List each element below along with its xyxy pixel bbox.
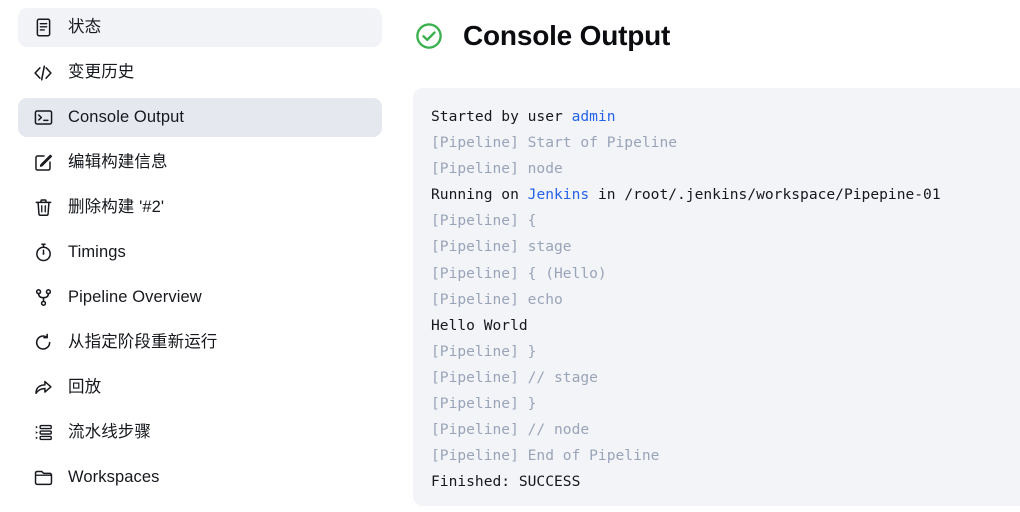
page-title: Console Output (463, 20, 671, 51)
console-log-panel[interactable]: Started by user admin [Pipeline] Start of… (413, 88, 1020, 506)
console-log-text: [Pipeline] // stage (431, 368, 598, 386)
sidebar-item-7[interactable]: Pipeline Overview (18, 278, 382, 317)
sidebar-item-3[interactable]: Console Output (18, 98, 382, 137)
sidebar-item-label: Pipeline Overview (68, 288, 202, 307)
sidebar-item-label: 回放 (68, 378, 102, 397)
sidebar-item-label: 编辑构建信息 (68, 153, 168, 172)
console-log-line: [Pipeline] node (431, 156, 1008, 182)
console-log-line: Finished: SUCCESS (431, 469, 1008, 495)
console-log-line: [Pipeline] echo (431, 287, 1008, 313)
console-log-text: [Pipeline] echo (431, 290, 563, 308)
console-log-text: [Pipeline] { (431, 212, 537, 230)
refresh-arrow-icon (32, 332, 54, 354)
sidebar-item-label: 流水线步骤 (68, 423, 151, 442)
build-sidebar: 状态变更历史 Console Output 编辑构建信息删除构建 '#2' Timin… (0, 0, 400, 512)
console-log-text: [Pipeline] { (Hello) (431, 264, 607, 282)
sidebar-item-label: 删除构建 '#2' (68, 198, 165, 217)
sidebar-item-label: Workspaces (68, 468, 160, 487)
console-log-line: [Pipeline] { (431, 208, 1008, 234)
console-main: Console Output Started by user admin [Pip… (400, 0, 1020, 512)
sidebar-item-label: Console Output (68, 108, 185, 127)
console-log-line: [Pipeline] } (431, 391, 1008, 417)
stopwatch-icon (32, 242, 54, 264)
sidebar-item-10[interactable]: 流水线步骤 (18, 413, 382, 452)
console-log-line: [Pipeline] // stage (431, 365, 1008, 391)
share-arrow-icon (32, 377, 54, 399)
sidebar-item-9[interactable]: 回放 (18, 368, 382, 407)
console-log-text: [Pipeline] } (431, 395, 537, 413)
console-log-line: [Pipeline] stage (431, 234, 1008, 260)
console-log-text: Running on (431, 186, 528, 204)
console-log-line: Hello World (431, 313, 1008, 339)
console-log-text: [Pipeline] // node (431, 421, 590, 439)
code-icon (32, 62, 54, 84)
console-log-line: Running on Jenkins in /root/.jenkins/wor… (431, 182, 1008, 208)
git-branch-icon (32, 287, 54, 309)
circle-check-icon (413, 20, 445, 52)
console-log-text: Started by user (431, 108, 572, 125)
console-log-line: [Pipeline] } (431, 339, 1008, 365)
console-log-line: [Pipeline] // node (431, 417, 1008, 443)
sidebar-item-label: 变更历史 (68, 63, 135, 82)
console-log-text: [Pipeline] node (431, 160, 563, 178)
console-log-text: Hello World (431, 316, 528, 334)
terminal-icon (32, 107, 54, 129)
console-log-text: [Pipeline] Start of Pipeline (431, 134, 678, 152)
sidebar-item-6[interactable]: Timings (18, 233, 382, 272)
console-log-text: [Pipeline] End of Pipeline (431, 447, 660, 465)
folder-icon (32, 467, 54, 489)
document-icon (32, 17, 54, 39)
console-header: Console Output (400, 10, 1020, 62)
sidebar-item-2[interactable]: 变更历史 (18, 53, 382, 92)
sidebar-item-label: 状态 (68, 18, 102, 37)
sidebar-item-11[interactable]: Workspaces (18, 458, 382, 497)
sidebar-item-8[interactable]: 从指定阶段重新运行 (18, 323, 382, 362)
console-log-text: in /root/.jenkins/workspace/Pipepine-01 (589, 186, 941, 204)
sidebar-item-5[interactable]: 删除构建 '#2' (18, 188, 382, 227)
sidebar-item-label: Timings (68, 243, 126, 262)
trash-icon (32, 197, 54, 219)
console-log-line: Started by user admin (431, 104, 1008, 130)
console-log-link[interactable]: admin (571, 108, 616, 125)
edit-pencil-icon (32, 152, 54, 174)
sidebar-item-label: 从指定阶段重新运行 (68, 333, 218, 352)
console-log-line: [Pipeline] End of Pipeline (431, 443, 1008, 469)
console-log-text: [Pipeline] stage (431, 238, 572, 256)
console-log-text: [Pipeline] } (431, 342, 537, 360)
console-log-link[interactable]: Jenkins (527, 186, 590, 204)
sidebar-item-4[interactable]: 编辑构建信息 (18, 143, 382, 182)
sidebar-item-1[interactable]: 状态 (18, 8, 382, 47)
list-steps-icon (32, 422, 54, 444)
console-log-text: Finished: SUCCESS (431, 473, 581, 491)
console-log-line: [Pipeline] Start of Pipeline (431, 130, 1008, 156)
console-log-line: [Pipeline] { (Hello) (431, 261, 1008, 287)
